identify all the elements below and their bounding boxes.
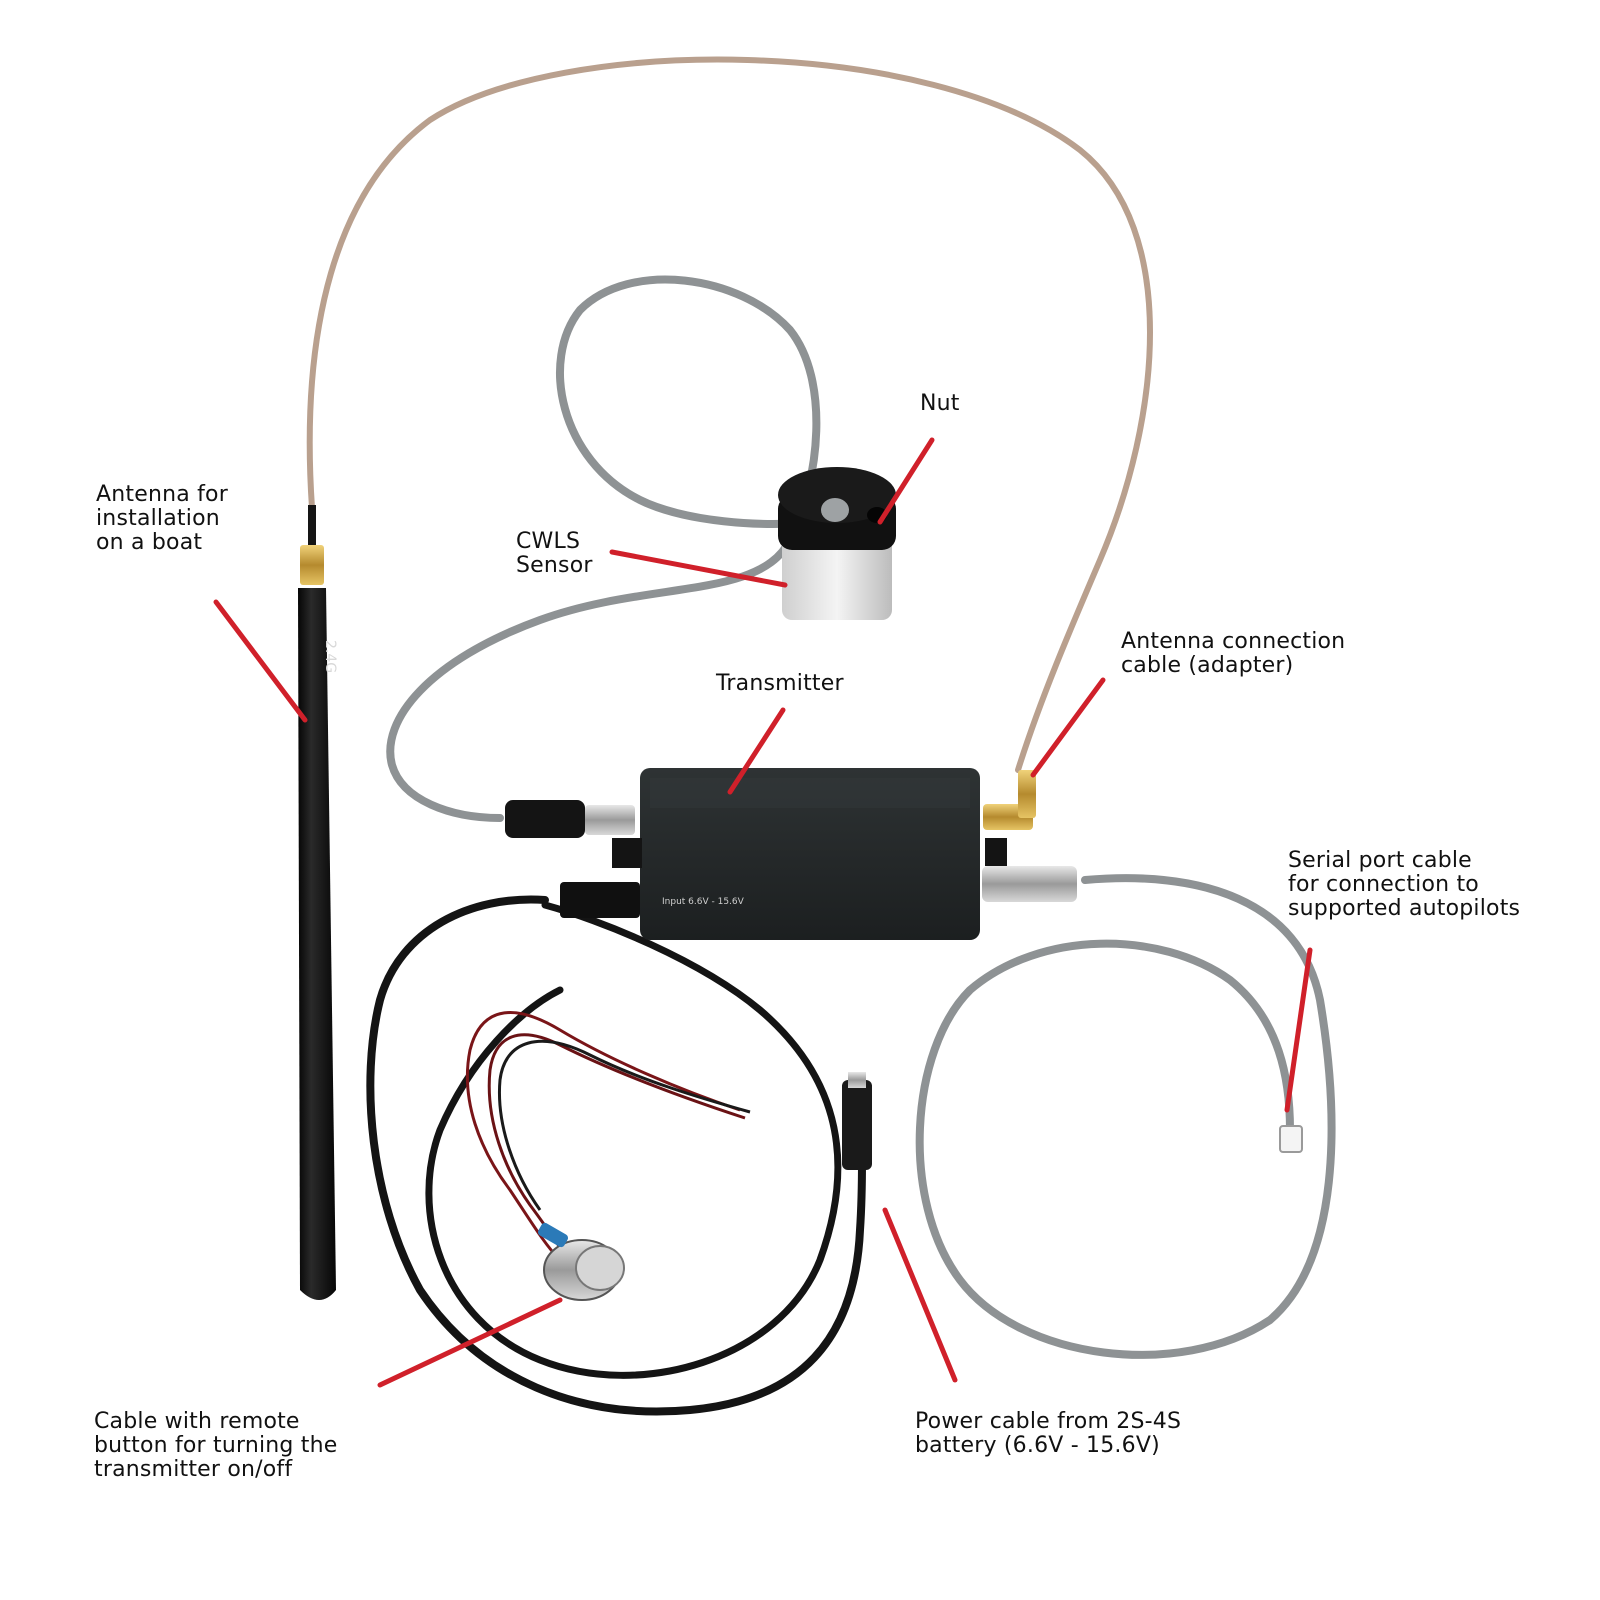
pointer-power: [882, 1207, 958, 1383]
label-antenna-boat: Antenna for installation on a boat: [96, 482, 228, 555]
transmitter-marking: Input 6.6V - 15.6V: [662, 897, 745, 907]
label-power-cable: Power cable from 2S-4S battery (6.6V - 1…: [915, 1409, 1182, 1458]
red-wire-2: [487, 1033, 746, 1256]
pointer-lines: [213, 437, 1313, 1388]
power-cable: [366, 895, 866, 1416]
remote-button: [537, 1222, 625, 1301]
antenna-marking: 2.4G: [322, 640, 338, 673]
sensor-cable: [386, 275, 834, 822]
power-cable-second-loop: [425, 901, 842, 1379]
label-remote-button: Cable with remote button for turning the…: [94, 1409, 338, 1482]
label-nut: Nut: [920, 391, 960, 416]
serial-port-cable: [915, 874, 1336, 1359]
pointer-antenna: [213, 599, 308, 723]
serial-connector: [1279, 1125, 1303, 1153]
pointer-nut: [877, 437, 935, 525]
pointer-sensor: [609, 549, 788, 588]
cwls-sensor: [778, 467, 896, 620]
transmitter: Input 6.6V - 15.6V: [505, 768, 1077, 940]
label-serial-port: Serial port cable for connection to supp…: [1288, 848, 1521, 921]
black-wire: [497, 1039, 751, 1211]
antenna: 2.4G: [298, 505, 338, 1300]
pointer-button: [377, 1297, 563, 1388]
red-wire: [465, 1011, 741, 1262]
rf-antenna-cable: [306, 56, 1153, 773]
dc-plug: [842, 1072, 872, 1170]
label-cwls-sensor: CWLS Sensor: [516, 529, 593, 578]
label-transmitter: Transmitter: [716, 671, 844, 696]
pointer-transmitter: [727, 707, 786, 795]
pointer-antenna-cable: [1030, 677, 1106, 778]
pointer-serial: [1284, 947, 1313, 1113]
label-antenna-connection: Antenna connection cable (adapter): [1121, 629, 1346, 678]
